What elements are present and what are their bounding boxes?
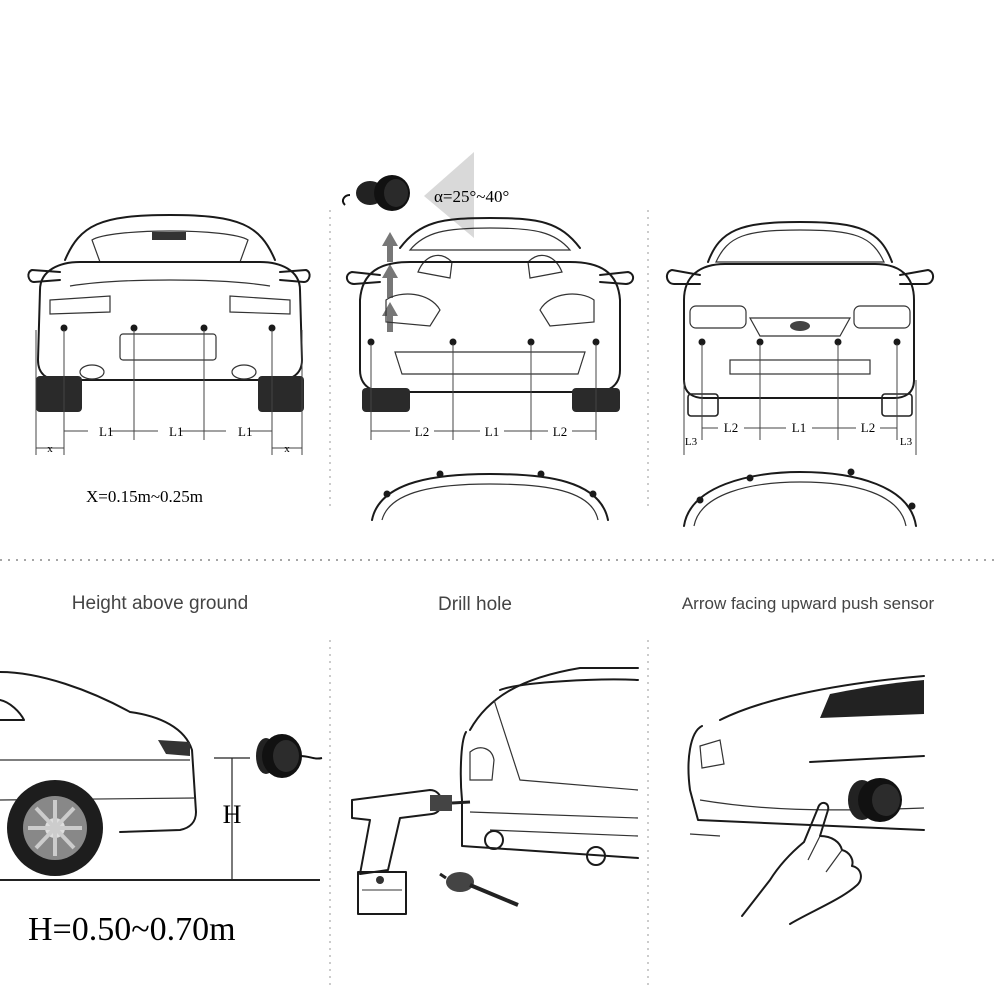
parking-sensor-icon	[848, 778, 902, 822]
parking-sensor-icon	[341, 175, 410, 211]
drill-title: Drill hole	[438, 594, 512, 615]
rear-car-dimension-labels: L1 L1 L1 x x X=0.15m~0.25m	[47, 424, 290, 506]
sedan-seg-1: L2	[724, 420, 738, 435]
h-label: H	[223, 800, 242, 829]
push-diagram	[687, 675, 925, 925]
panel-dividers	[0, 210, 1000, 990]
sedan-seg-4: L3	[900, 436, 913, 448]
rear-seg-2: L1	[169, 424, 183, 439]
sedan-seg-0: L3	[685, 436, 698, 448]
sedan-seg-2: L1	[792, 420, 806, 435]
front-seg-1: L1	[485, 424, 499, 439]
hand-icon	[741, 802, 862, 925]
parking-sensor-icon	[256, 734, 323, 778]
height-title: Height above ground	[72, 593, 248, 614]
hole-saw-icon	[439, 872, 519, 907]
front-car-flat-diagram	[666, 221, 934, 527]
sedan-seg-3: L2	[861, 420, 875, 435]
drill-diagram	[351, 667, 639, 915]
rear-seg-0: x	[47, 443, 53, 455]
front-car-angle-diagram	[341, 152, 634, 521]
height-diagram	[0, 671, 323, 881]
push-title: Arrow facing upward push sensor	[682, 594, 935, 613]
height-formula: H=0.50~0.70m	[28, 911, 236, 948]
front-seg-2: L2	[553, 424, 567, 439]
rear-formula: X=0.15m~0.25m	[86, 487, 203, 506]
rear-seg-1: L1	[99, 424, 113, 439]
angle-label: α=25°~40°	[434, 187, 509, 206]
front-car-angle-labels: α=25°~40° L2 L1 L2	[415, 187, 567, 439]
front-car-flat-labels: L3 L2 L1 L2 L3	[685, 420, 913, 448]
rear-seg-3: L1	[238, 424, 252, 439]
drill-icon	[351, 789, 471, 915]
rear-seg-4: x	[284, 443, 290, 455]
rear-car-diagram	[27, 214, 311, 455]
front-seg-0: L2	[415, 424, 429, 439]
up-arrow-icon	[382, 232, 398, 332]
